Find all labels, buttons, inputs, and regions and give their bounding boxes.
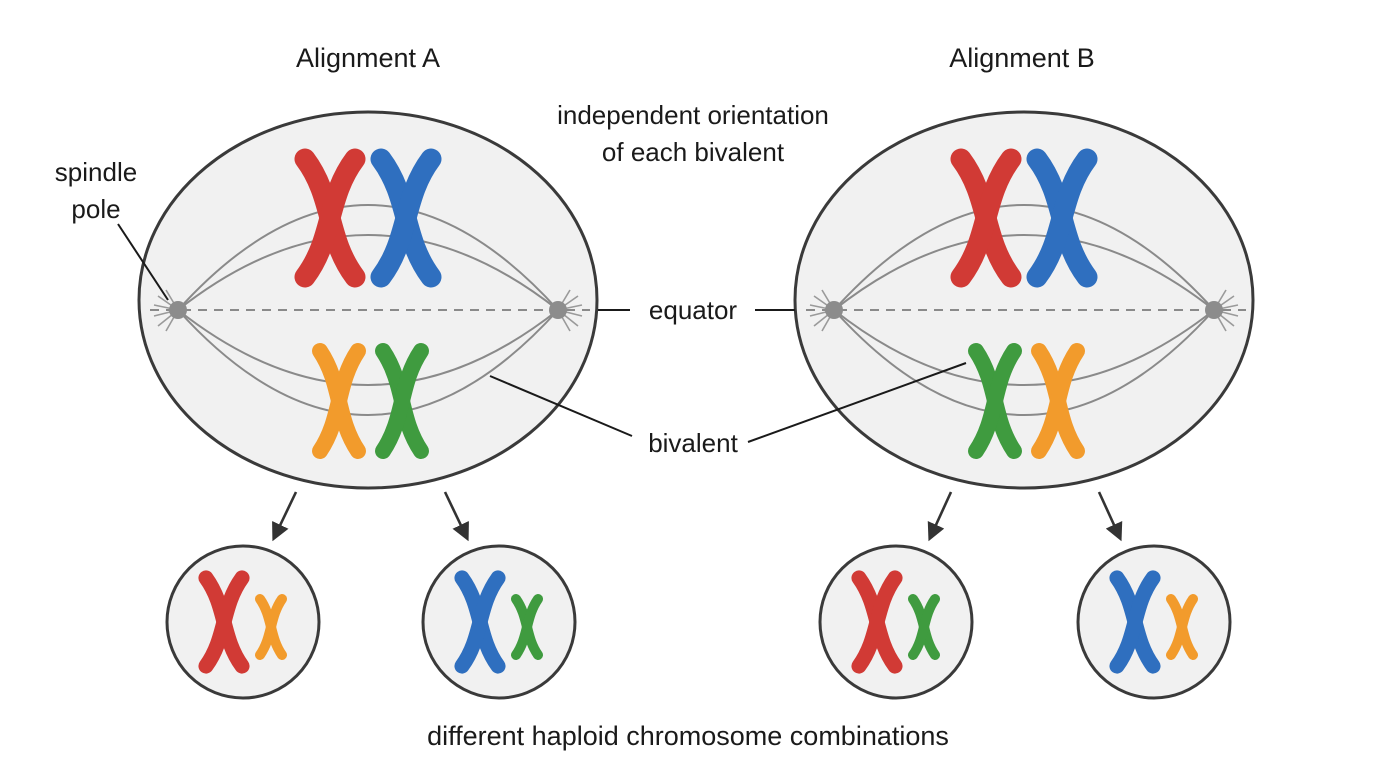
arrow-b-right (1097, 491, 1123, 542)
bivalent-a-bottom-orange (312, 343, 366, 459)
daughter-1-1-chromosome-orange (1166, 594, 1198, 660)
title-alignment-b: Alignment B (949, 43, 1095, 73)
caption-label: different haploid chromosome combination… (427, 721, 949, 751)
bivalent-a-top-blue (370, 148, 442, 288)
equator-label: equator (649, 295, 738, 325)
chromosomes-b (950, 148, 1098, 459)
independent-orientation-label-2: of each bivalent (602, 137, 785, 167)
spindle-fibers-b (833, 204, 1215, 416)
daughter-0-0-chromosome-red (198, 570, 250, 674)
leader-spindle-pole (117, 223, 169, 301)
daughter-cells (165, 544, 1232, 700)
daughter-chromosomes (198, 570, 1198, 674)
bivalent-a-bottom-green (375, 343, 429, 459)
spindle-pole-left-b (825, 301, 843, 319)
daughter-1-0-chromosome-green (908, 594, 940, 660)
bivalent-label: bivalent (648, 428, 738, 458)
daughter-cell-b1 (818, 544, 974, 700)
division-arrows (272, 491, 1123, 542)
daughter-0-1-chromosome-blue (454, 570, 506, 674)
independent-orientation-label-1: independent orientation (557, 100, 829, 130)
bivalent-b-bottom-orange (1031, 343, 1085, 459)
arrow-b-left (927, 491, 953, 542)
leader-bivalent-b (747, 362, 967, 443)
cell-alignment-a (137, 110, 599, 490)
cell-membrane-b (793, 110, 1255, 490)
cell-alignment-b (793, 110, 1255, 490)
leader-lines (117, 223, 967, 443)
bivalent-a-top-red (294, 148, 366, 288)
spindle-pole-label-1: spindle (55, 157, 137, 187)
spindle-pole-right-b (1205, 301, 1223, 319)
spindle-fibers-a (177, 204, 559, 416)
arrow-a-left (272, 491, 298, 542)
chromosomes-a (294, 148, 442, 459)
daughter-0-0-chromosome-orange (255, 594, 287, 660)
arrow-a-right (443, 491, 469, 542)
bivalent-b-top-blue (1026, 148, 1098, 288)
bivalent-b-bottom-green (968, 343, 1022, 459)
daughter-0-1-chromosome-green (511, 594, 543, 660)
daughter-cell-b2 (1076, 544, 1232, 700)
leader-bivalent-a (489, 375, 633, 437)
spindle-pole-right-a (549, 301, 567, 319)
cell-membrane-a (137, 110, 599, 490)
daughter-cell-a2 (421, 544, 577, 700)
spindle-pole-left-a (169, 301, 187, 319)
spindle-pole-label-2: pole (71, 194, 120, 224)
daughter-1-0-chromosome-red (851, 570, 903, 674)
title-alignment-a: Alignment A (296, 43, 440, 73)
bivalent-b-top-red (950, 148, 1022, 288)
daughter-1-1-chromosome-blue (1109, 570, 1161, 674)
daughter-cell-a1 (165, 544, 321, 700)
